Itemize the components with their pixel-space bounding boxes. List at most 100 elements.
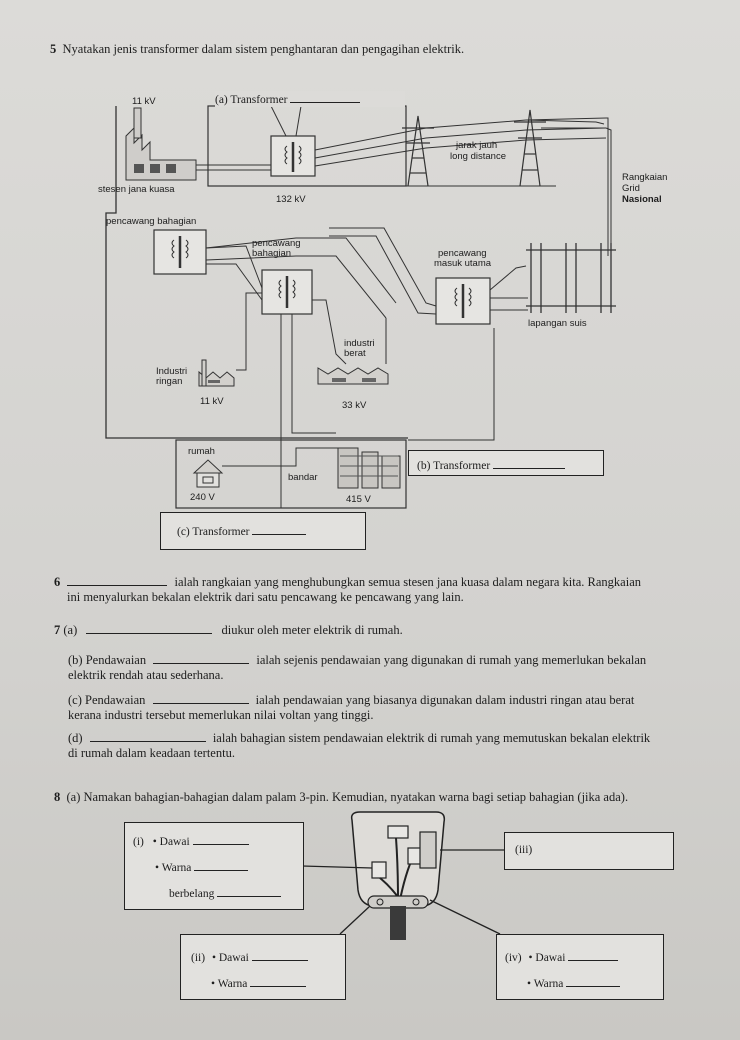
box-i-dawai-blank[interactable] [192,833,249,845]
q7b-answer-blank[interactable] [153,652,250,664]
power-distribution-diagram: 11 kV (a) Transformer stesen jana kuasa … [96,88,716,558]
q7d-answer-blank[interactable] [89,730,206,742]
house-icon [192,459,224,488]
q7d-text-2: di rumah dalam keadaan tertentu. [68,746,235,760]
box-i-dawai: • Dawai [152,836,190,848]
box-iv-warna-blank[interactable] [566,975,621,987]
q7b-text-1: ialah sejenis pendawaian yang digunakan … [256,653,647,667]
pylon-left-icon [402,115,434,187]
pylon-right-icon [514,109,546,187]
q5-number: 5 [50,42,57,56]
answer-box-i: (i) • Dawai • Warna berbelang [124,822,304,910]
q7b-label: (b) Pendawaian [68,653,147,667]
q7c-answer-blank[interactable] [152,692,249,704]
plug-icon [350,811,446,940]
box-c-answer-blank[interactable] [252,523,307,535]
city-transformer-icon [337,447,401,489]
q7c-label: (c) Pendawaian [68,693,146,707]
label-11kv-top: 11 kV [132,96,156,107]
q7c-text-2: kerana industri tersebut memerlukan nila… [68,708,374,722]
answer-box-a: (a) Transformer [215,91,405,107]
transformer-substation-left-icon [153,229,207,275]
switchyard-icon [526,243,616,313]
label-rumah: rumah [188,446,215,457]
diagram-lines [105,105,616,509]
label-power-station: stesen jana kuasa [98,184,175,195]
label-pencawang-centre-2: bahagian [252,248,292,259]
q8-number: 8 [54,790,61,804]
box-ii-dawai: • Dawai [211,952,249,964]
label-132kv: 132 kV [276,194,306,205]
box-iv-label: (iv) [505,952,522,964]
label-pencawang-masuk-1: pencawang [438,248,487,259]
power-station-icon [125,107,197,181]
label-industri-ringan-1: Industri [156,366,188,377]
answer-box-b: (b) Transformer [408,450,604,476]
label-nasional: Nasional [622,194,662,205]
transformer-substation-centre-icon [261,269,313,315]
box-a-label: (a) Transformer [215,94,288,106]
label-industri-berat-1: industri [344,338,375,349]
q8-heading: 8 (a) Namakan bahagian-bahagian dalam pa… [54,790,724,805]
q5-text: Nyatakan jenis transformer dalam sistem … [62,42,465,56]
label-11kv-mid: 11 kV [200,396,224,407]
q5-heading: 5 Nyatakan jenis transformer dalam siste… [50,42,464,57]
transformer-a-icon [270,135,316,177]
q7-number: 7 [54,623,61,637]
q6-text-1: ialah rangkaian yang menghubungkan semua… [174,575,642,589]
box-ii-dawai-blank[interactable] [251,949,308,961]
q6-answer-blank[interactable] [67,574,168,586]
q7d-block: (d) ialah bahagian sistem pendawaian ele… [68,730,718,761]
label-pencawang-centre-1: pencawang [252,238,301,249]
q7a-block: 7 (a) diukur oleh meter elektrik di ruma… [54,622,403,638]
box-i-berbelang-blank[interactable] [217,885,282,897]
label-240v: 240 V [190,492,215,503]
box-iv-dawai-blank[interactable] [568,949,619,961]
answer-box-iv: (iv) • Dawai • Warna [496,934,664,1000]
q7c-text-1: ialah pendawaian yang biasanya digunakan… [255,693,635,707]
box-b-label: (b) Transformer [417,460,491,472]
box-iv-warna: • Warna [527,978,564,990]
box-i-label: (i) [133,836,144,848]
label-lapangan-suis: lapangan suis [528,318,587,329]
q7a-answer-blank[interactable] [86,622,213,634]
q7a-label: (a) [63,623,78,637]
box-ii-warna-blank[interactable] [250,975,307,987]
box-b-answer-blank[interactable] [493,457,566,469]
answer-box-ii: (ii) • Dawai • Warna [180,934,346,1000]
answer-box-c: (c) Transformer [160,512,366,550]
box-i-warna: • Warna [155,862,192,874]
transformer-main-intake-icon [435,277,491,325]
label-industri-ringan-2: ringan [156,376,183,387]
label-pencawang-masuk-2: masuk utama [434,258,492,269]
q7d-label: (d) [68,731,83,745]
label-long-distance: long distance [450,151,506,162]
box-ii-label: (ii) [191,952,206,964]
label-grid: Grid [622,183,640,194]
heavy-industry-icon [317,367,389,385]
q7a-text: diukur oleh meter elektrik di rumah. [221,623,403,637]
q7c-block: (c) Pendawaian ialah pendawaian yang bia… [68,692,718,723]
q7b-block: (b) Pendawaian ialah sejenis pendawaian … [68,652,718,683]
box-c-label: (c) Transformer [177,526,250,538]
light-industry-icon [198,359,235,387]
box-iii-label: (iii) [515,844,533,856]
box-i-warna-blank[interactable] [194,859,249,871]
label-415v: 415 V [346,494,371,505]
q7d-text-1: ialah bahagian sistem pendawaian elektri… [212,731,651,745]
q6-number: 6 [54,575,61,589]
q6-text-2: ini menyalurkan bekalan elektrik dari sa… [67,590,464,604]
box-a-answer-blank[interactable] [290,91,361,103]
answer-box-iii[interactable]: (iii) [504,832,674,870]
q7b-text-2: elektrik rendah atau sederhana. [68,668,224,682]
label-pencawang-bahagian-top: pencawang bahagian [106,216,197,227]
label-rangkaian: Rangkaian [622,172,668,183]
label-bandar: bandar [288,472,318,483]
box-iv-dawai: • Dawai [528,952,566,964]
q8-text: (a) Namakan bahagian-bahagian dalam pala… [66,790,629,804]
box-i-berbelang: berbelang [169,888,215,900]
label-jarak-jauh: jarak jauh [456,140,498,151]
box-ii-warna: • Warna [211,978,248,990]
label-industri-berat-2: berat [344,348,366,359]
